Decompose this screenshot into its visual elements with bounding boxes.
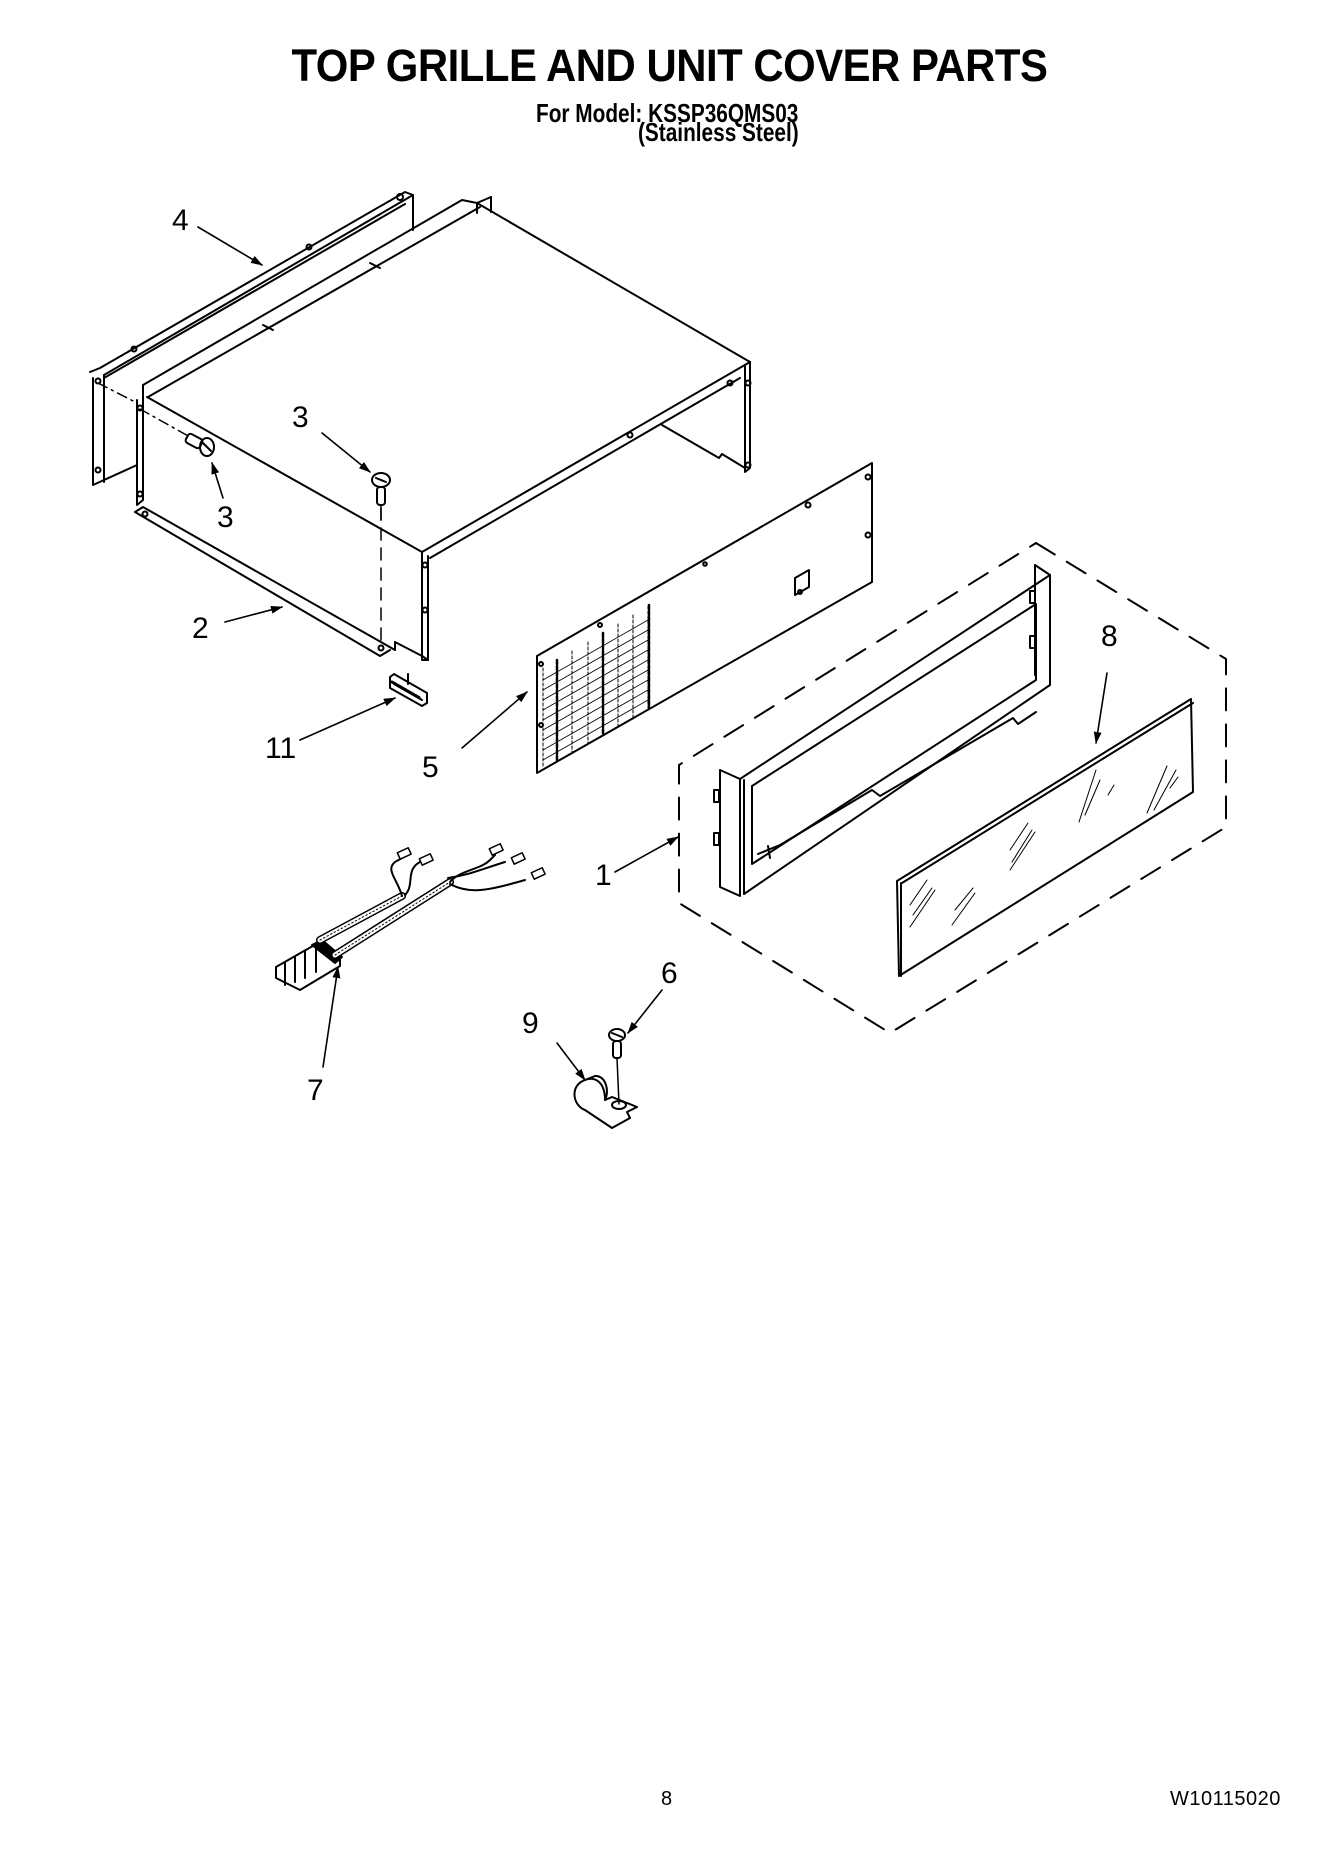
callout-8: 8	[1101, 620, 1118, 653]
clip-part	[389, 673, 428, 707]
callout-7: 7	[307, 1074, 324, 1107]
page-title: TOP GRILLE AND UNIT COVER PARTS	[291, 40, 1048, 91]
finish-line: (Stainless Steel)	[638, 117, 799, 147]
callout-1: 1	[595, 859, 612, 892]
leader-arrows	[197, 226, 1108, 1081]
cable-clamp-part	[573, 1075, 638, 1129]
model-line: For Model: KSSP36QMS03	[536, 98, 799, 128]
callout-9: 9	[522, 1007, 539, 1040]
trim-assembly-boundary	[678, 542, 1227, 1034]
callout-3-top: 3	[292, 401, 309, 434]
callout-4: 4	[172, 204, 189, 237]
page-number: 8	[661, 1788, 673, 1810]
callout-6: 6	[661, 957, 678, 990]
trim-frame-part	[713, 564, 1051, 897]
callout-11: 11	[265, 732, 297, 765]
unit-cover-part	[97, 196, 752, 661]
screw-side-part	[184, 432, 215, 457]
callout-5: 5	[422, 751, 439, 784]
screw-clamp-part	[608, 1028, 626, 1105]
callout-3-side: 3	[217, 501, 234, 534]
callout-2: 2	[192, 612, 209, 645]
rear-bracket-part	[89, 191, 414, 486]
wire-harness-part	[275, 842, 546, 991]
screw-top-part	[371, 472, 391, 521]
glass-panel-part	[896, 698, 1194, 977]
grille-panel-part	[536, 462, 873, 774]
document-number: W10115020	[1170, 1788, 1281, 1810]
